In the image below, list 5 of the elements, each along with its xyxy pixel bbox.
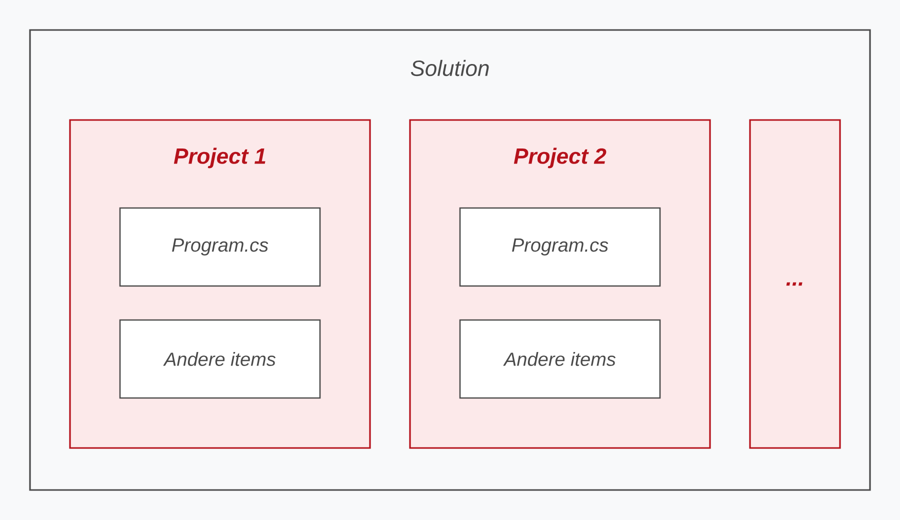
file-box: Andere items <box>119 319 321 399</box>
file-box: Program.cs <box>459 207 661 287</box>
file-box: Andere items <box>459 319 661 399</box>
file-box: Program.cs <box>119 207 321 287</box>
project-box: ... <box>749 119 841 449</box>
